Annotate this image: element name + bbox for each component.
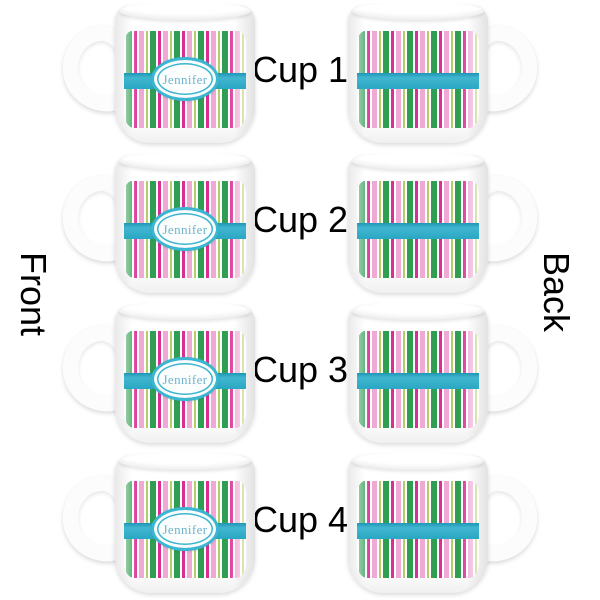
cup-body bbox=[348, 152, 488, 293]
cup-4-back-view bbox=[345, 450, 542, 600]
stripes-pattern: Jennifer bbox=[124, 181, 246, 278]
cup-2-front-view: Jennifer bbox=[58, 150, 255, 300]
name-label-oval: Jennifer bbox=[151, 207, 219, 251]
cup-rim bbox=[119, 302, 251, 320]
cup-number-label: Cup 4 bbox=[251, 499, 349, 540]
cup-rim bbox=[352, 152, 484, 170]
cup-number-label: Cup 2 bbox=[251, 199, 349, 240]
name-label-oval: Jennifer bbox=[151, 57, 219, 101]
stripes-pattern bbox=[357, 481, 479, 578]
cup-3-front-view: Jennifer bbox=[58, 300, 255, 450]
ribbon-band bbox=[357, 73, 479, 89]
cup-rim bbox=[119, 2, 251, 20]
cup-rim bbox=[352, 2, 484, 20]
stripes-pattern: Jennifer bbox=[124, 481, 246, 578]
ribbon-band bbox=[357, 223, 479, 239]
ribbon-band bbox=[357, 523, 479, 539]
cup-body bbox=[348, 452, 488, 593]
stripes-pattern: Jennifer bbox=[124, 331, 246, 428]
cup-number-label: Cup 3 bbox=[251, 349, 349, 390]
cup-body: Jennifer bbox=[115, 452, 255, 593]
cup-row-2: Jennifer Cup 2 bbox=[0, 150, 600, 300]
cup-rim bbox=[119, 152, 251, 170]
name-label-oval: Jennifer bbox=[151, 357, 219, 401]
cup-1-back-view bbox=[345, 0, 542, 150]
cup-3-back-view bbox=[345, 300, 542, 450]
cup-body: Jennifer bbox=[115, 152, 255, 293]
personalized-name: Jennifer bbox=[162, 521, 208, 537]
cup-body: Jennifer bbox=[115, 302, 255, 443]
cup-body bbox=[348, 2, 488, 143]
cup-4-front-view: Jennifer bbox=[58, 450, 255, 600]
stripes-pattern bbox=[357, 181, 479, 278]
stripes-pattern bbox=[357, 31, 479, 128]
stripes-pattern bbox=[357, 331, 479, 428]
personalized-name: Jennifer bbox=[162, 71, 208, 87]
cup-number-label: Cup 1 bbox=[251, 49, 349, 90]
cup-rim bbox=[119, 452, 251, 470]
stripes-pattern: Jennifer bbox=[124, 31, 246, 128]
name-label-oval: Jennifer bbox=[151, 507, 219, 551]
ribbon-band bbox=[357, 373, 479, 389]
cup-row-4: Jennifer Cup 4 bbox=[0, 450, 600, 600]
cup-body: Jennifer bbox=[115, 2, 255, 143]
cup-rim bbox=[352, 302, 484, 320]
personalized-name: Jennifer bbox=[162, 371, 208, 387]
cup-1-front-view: Jennifer bbox=[58, 0, 255, 150]
cup-rim bbox=[352, 452, 484, 470]
cup-2-back-view bbox=[345, 150, 542, 300]
cup-body bbox=[348, 302, 488, 443]
cup-row-1: Jennifer Cup 1 bbox=[0, 0, 600, 150]
personalized-name: Jennifer bbox=[162, 221, 208, 237]
cup-row-3: Jennifer Cup 3 bbox=[0, 300, 600, 450]
